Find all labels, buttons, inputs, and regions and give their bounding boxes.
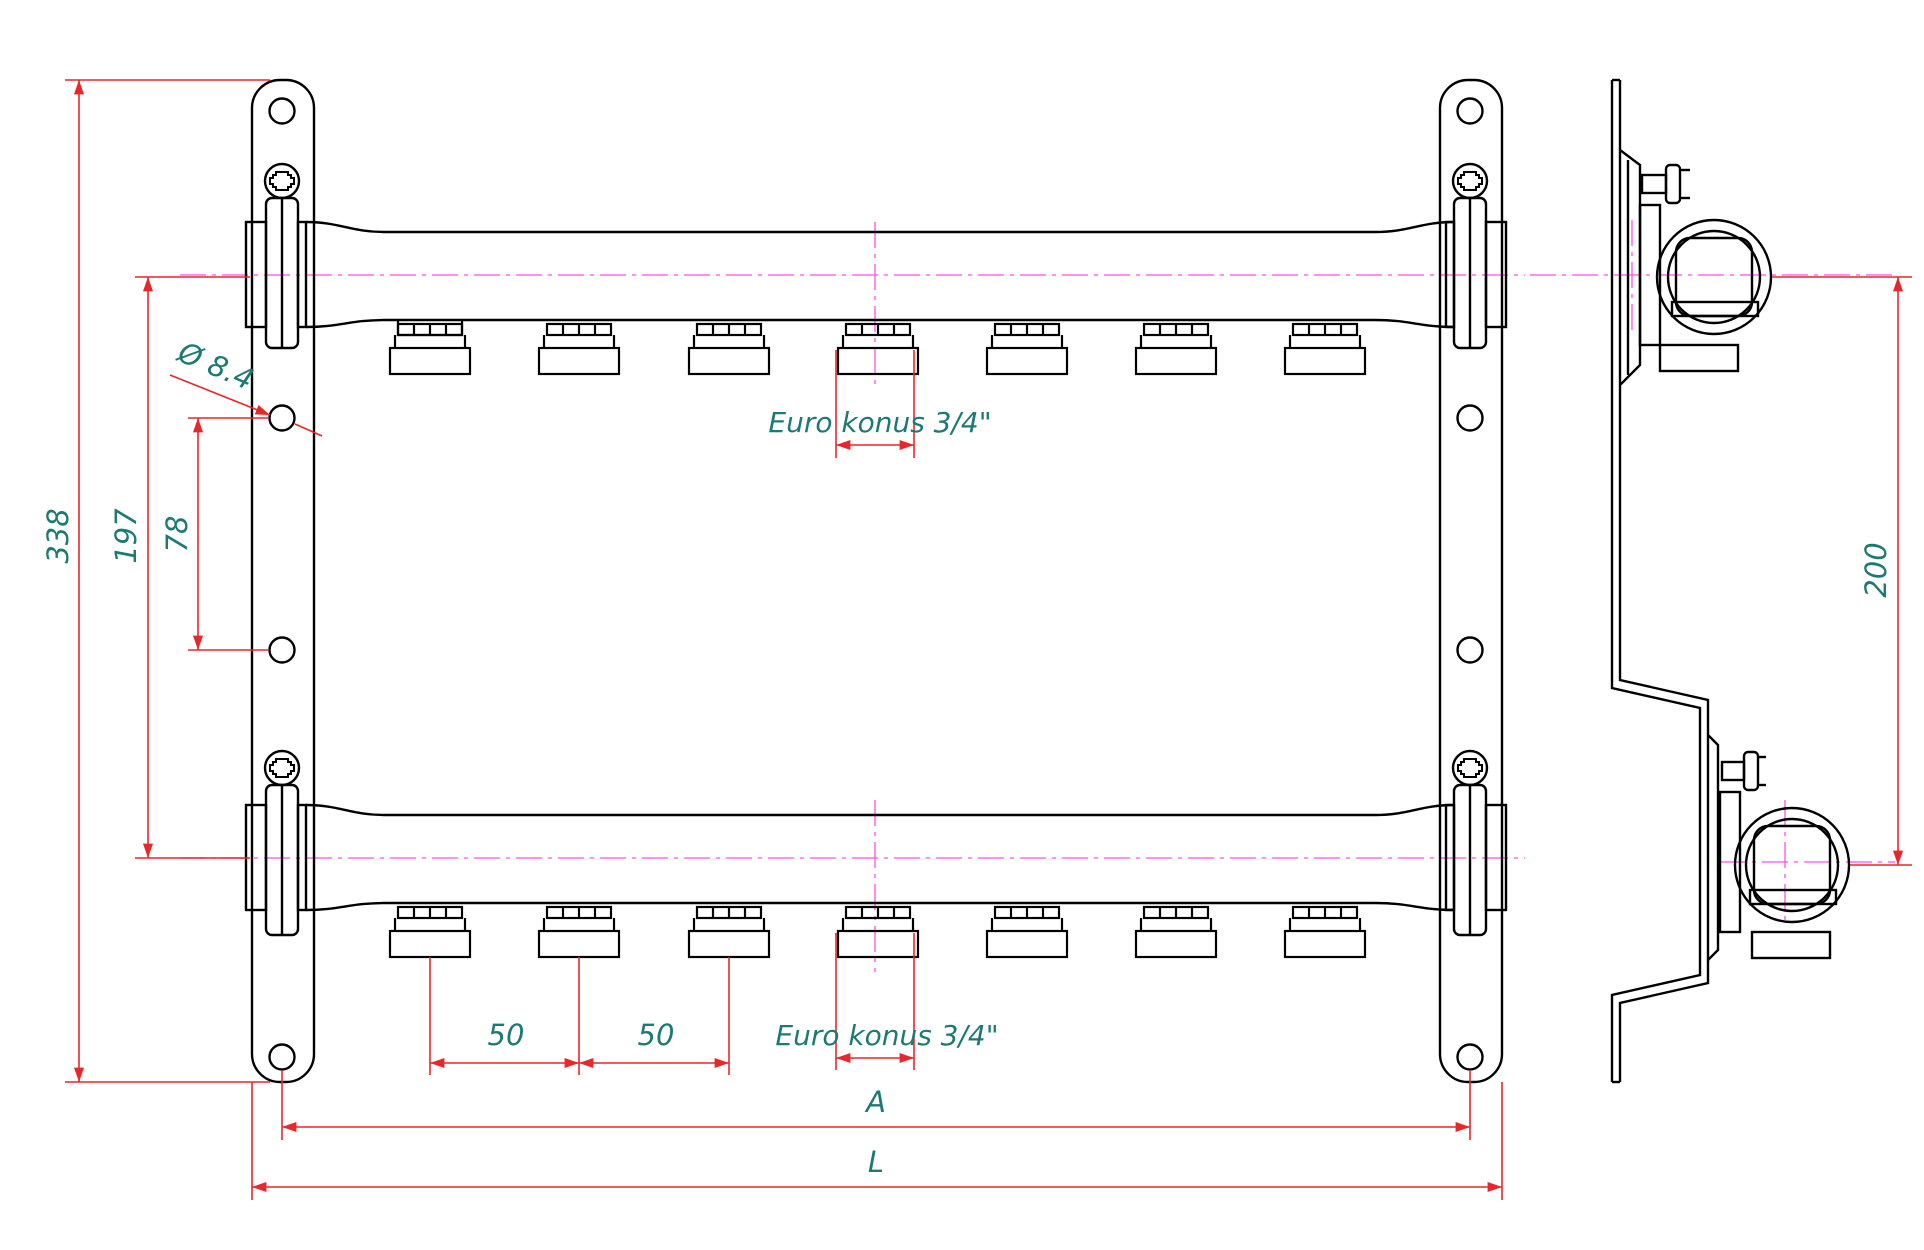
outlet-connector-icon: [537, 905, 621, 959]
top-outlets: [388, 320, 1367, 376]
dim-diameter-label: Ø 8.4: [172, 334, 258, 396]
dim-50-first-label: 50: [488, 1018, 525, 1052]
mount-hole-icon: [1456, 404, 1484, 432]
outlet-connector-icon: [687, 905, 771, 959]
outlet-connector-icon: [836, 322, 920, 376]
outlet-connector-icon: [1134, 905, 1218, 959]
mount-hole-icon: [268, 636, 296, 664]
outlet-connector-icon: [985, 905, 1069, 959]
dim-l-label: L: [868, 1145, 884, 1179]
bottom-outlets: [388, 905, 1367, 959]
dim-78-label: 78: [160, 516, 194, 553]
mount-hole-icon: [1456, 1043, 1484, 1071]
mount-hole-icon: [1456, 97, 1484, 125]
dim-a-label: A: [864, 1085, 886, 1119]
outlet-connector-icon: [687, 322, 771, 376]
mount-hole-icon: [1456, 636, 1484, 664]
outlet-connector-icon: [836, 905, 920, 959]
outlet-connector-icon: [537, 322, 621, 376]
mount-hole-icon: [268, 97, 296, 125]
left-bracket: [244, 78, 316, 1084]
outlet-connector-icon: [1283, 905, 1367, 959]
outlet-connector-icon: [388, 320, 472, 376]
dim-50-second-label: 50: [638, 1018, 675, 1052]
mount-hole-icon: [268, 404, 296, 432]
outlet-connector-icon: [1283, 322, 1367, 376]
dimension-lines: [65, 79, 1912, 1200]
dim-200-label: 200: [1859, 542, 1893, 597]
outlet-connector-icon: [388, 905, 472, 959]
right-bracket: [1438, 78, 1508, 1084]
dim-197-label: 197: [109, 508, 143, 564]
euro-konus-bottom-label: Euro konus 3/4": [775, 1019, 998, 1052]
dim-338-label: 338: [41, 508, 75, 563]
top-manifold-pipe: [305, 220, 1455, 329]
mount-hole-icon: [268, 1043, 296, 1071]
outlet-connector-icon: [985, 322, 1069, 376]
bottom-manifold-pipe: [305, 803, 1455, 912]
dimension-labels: 338 197 78 Ø 8.4 Euro konus 3/4" Euro ko…: [41, 334, 1893, 1179]
side-view: [1610, 78, 1851, 1084]
euro-konus-top-label: Euro konus 3/4": [768, 406, 991, 439]
outlet-connector-icon: [1134, 322, 1218, 376]
centerlines: [180, 220, 1895, 972]
